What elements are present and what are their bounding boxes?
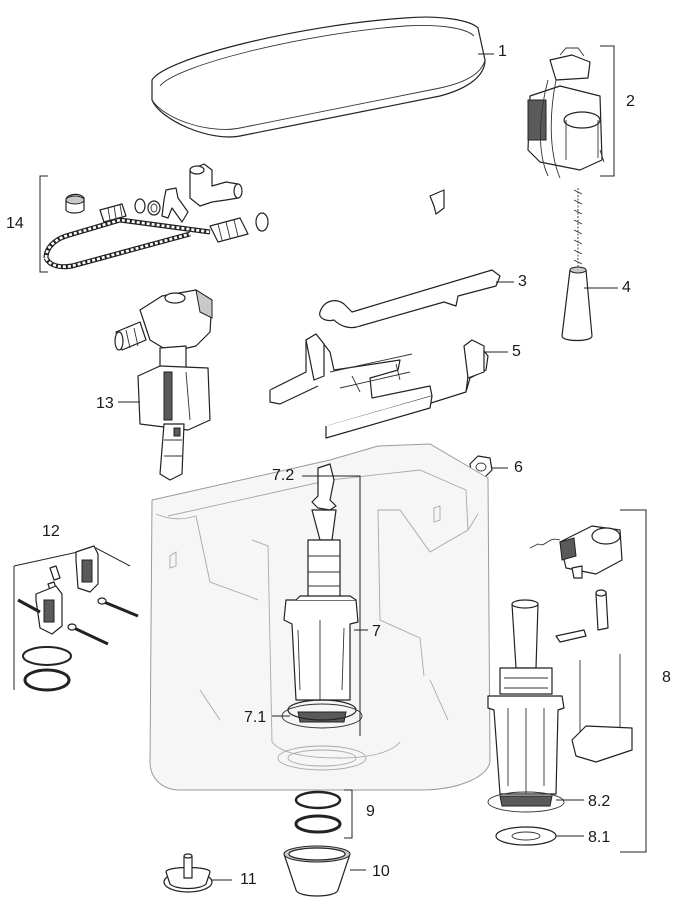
part-4-pull-weight [561,188,593,342]
label-5: 5 [512,343,521,360]
part-5-bracket [269,333,489,439]
label-12: 12 [42,523,60,540]
label-13: 13 [96,395,114,412]
label-8: 8 [662,669,671,686]
label-2: 2 [626,93,635,110]
label-8-1: 8.1 [588,829,611,846]
label-7-1: 7.1 [244,709,267,726]
label-9: 9 [366,803,375,820]
label-7-2: 7.2 [272,467,295,484]
label-11: 11 [240,871,257,888]
label-8-2: 8.2 [588,793,611,810]
part-12-mounting-kit [13,545,139,692]
label-3: 3 [518,273,527,290]
part-13-fill-valve [114,288,213,481]
part-10-cone-seal [283,845,351,897]
part-11-strainer [163,853,213,893]
label-6: 6 [514,459,523,476]
part-8-flush-valve-kit [487,509,647,853]
part-7-flush-valve [281,463,363,729]
part-9-seals [294,789,353,839]
label-10: 10 [372,863,390,880]
label-7: 7 [372,623,381,640]
part-3-lever [319,269,501,329]
leader-lines [39,45,618,881]
label-4: 4 [622,279,631,296]
label-1: 1 [498,43,507,60]
part-14-supply-hose [43,163,445,270]
part-2-actuator-unit [527,47,605,179]
part-1-cistern-lid [151,16,486,138]
label-14: 14 [6,215,24,232]
